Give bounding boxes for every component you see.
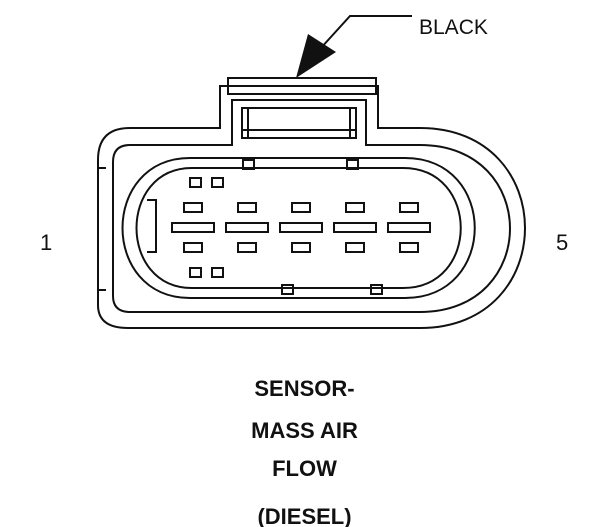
caption-line-3: FLOW (272, 456, 337, 481)
pin-face-outer (121, 157, 476, 299)
corner-tab (189, 177, 202, 188)
pin-1-label: 1 (40, 230, 53, 255)
notch (242, 159, 255, 170)
pin-terminal (279, 222, 323, 233)
pin-terminal (171, 222, 215, 233)
caption-line-1: SENSOR- (254, 376, 355, 401)
notch (370, 284, 383, 295)
notch (281, 284, 294, 295)
pin-5-label: 5 (556, 230, 569, 255)
pin-upper-slot (399, 202, 419, 213)
caption-line-2: MASS AIR (251, 418, 358, 443)
pin-lower-slot (291, 242, 311, 253)
pin-upper-slot (291, 202, 311, 213)
lock-tab-outer (227, 77, 377, 95)
pin-face-inner (135, 167, 462, 289)
keyway (147, 199, 157, 253)
leader-arrowhead (296, 34, 336, 78)
pin-lower-slot (345, 242, 365, 253)
pin-terminal (333, 222, 377, 233)
caption-line-4: (DIESEL) (257, 504, 352, 527)
connector-housing-outline (97, 85, 526, 329)
wire-color-label: BLACK (419, 16, 488, 39)
corner-tab (211, 177, 224, 188)
side-key (97, 167, 106, 291)
corner-tab (189, 267, 202, 278)
pin-lower-slot (183, 242, 203, 253)
latch-window (241, 107, 357, 139)
pin-upper-slot (237, 202, 257, 213)
connector-housing-inner (112, 99, 511, 313)
pin-terminal (225, 222, 269, 233)
notch (346, 159, 359, 170)
corner-tab (211, 267, 224, 278)
pin-terminal (387, 222, 431, 233)
pin-upper-slot (183, 202, 203, 213)
pin-lower-slot (237, 242, 257, 253)
pin-lower-slot (399, 242, 419, 253)
pin-upper-slot (345, 202, 365, 213)
